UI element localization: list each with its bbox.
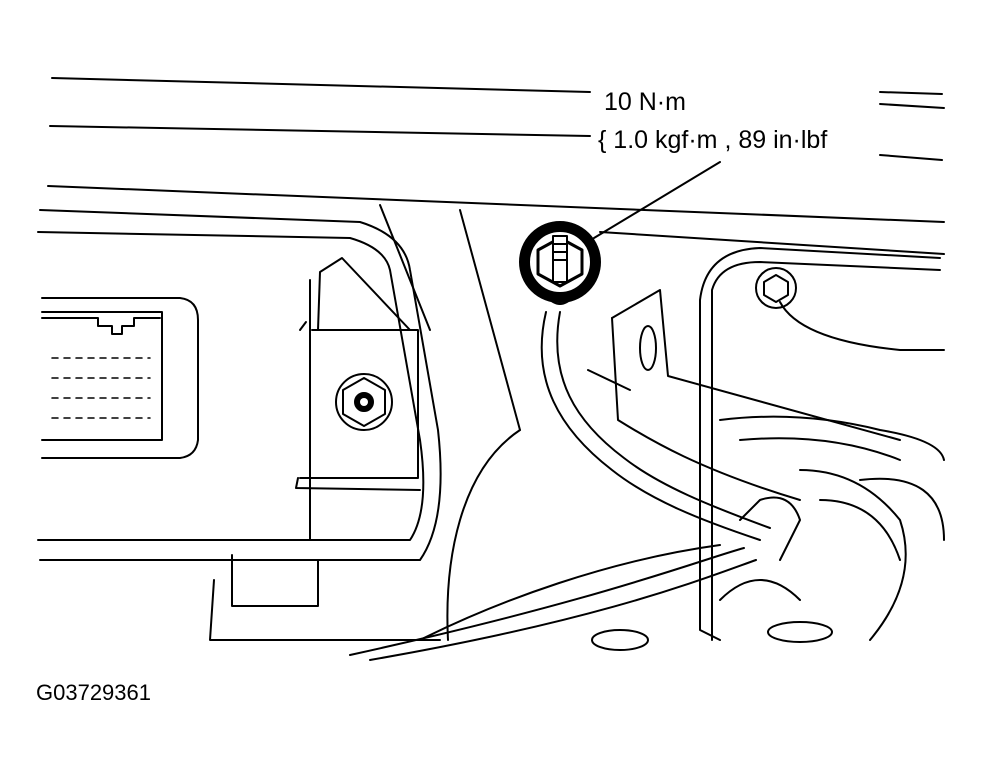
module-housing xyxy=(37,209,442,561)
support-rod xyxy=(587,289,901,501)
right-assembly xyxy=(349,247,945,661)
bracket-bolt xyxy=(335,373,393,431)
figure-id: G03729361 xyxy=(36,680,151,705)
mounting-bracket xyxy=(209,257,441,641)
callout-leader xyxy=(593,161,721,239)
torque-value-metric: 10 N·m xyxy=(604,88,686,116)
panel-edges xyxy=(47,77,945,255)
torque-value-imperial: { 1.0 kgf·m , 89 in·lbf xyxy=(598,126,828,154)
ground-bolt xyxy=(519,221,601,305)
ground-wire xyxy=(379,204,771,641)
